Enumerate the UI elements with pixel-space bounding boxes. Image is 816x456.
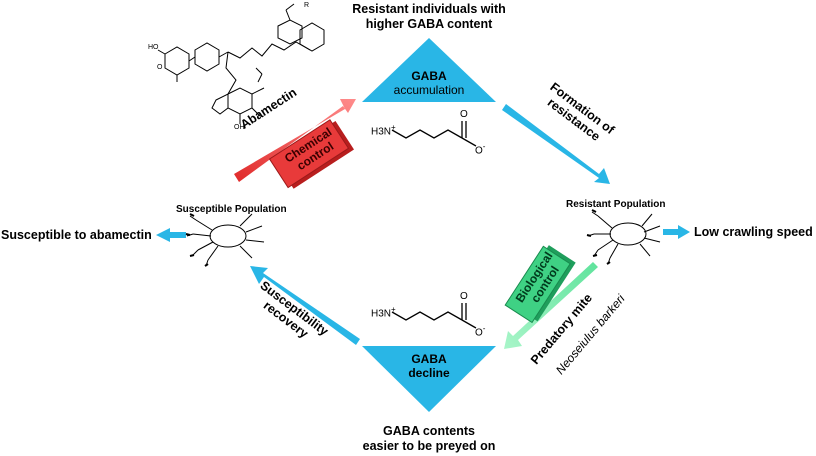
gaba-bottom-carboxylate-text: O bbox=[475, 327, 483, 339]
abamectin-ho-label: HO bbox=[148, 44, 159, 51]
gaba-accumulation-line-2: accumulation bbox=[393, 83, 465, 97]
resistant-outcome-arrow bbox=[663, 225, 690, 239]
gaba-top-amine-charge: + bbox=[391, 123, 396, 132]
susceptible-population-label: Susceptible Population bbox=[176, 204, 287, 215]
gaba-top-amine: H3N+ bbox=[371, 123, 396, 137]
gaba-bottom-amine: H3N+ bbox=[371, 305, 396, 319]
susceptible-outcome-label: Susceptible to abamectin bbox=[1, 228, 152, 242]
abamectin-oh-label: OH bbox=[234, 124, 245, 131]
gaba-accumulation-label: GABA accumulation bbox=[379, 69, 479, 97]
top-caption-line-2: higher GABA content bbox=[365, 17, 493, 31]
resistant-outcome-label: Low crawling speed bbox=[694, 225, 813, 239]
abamectin-r-label: R bbox=[304, 2, 310, 9]
abamectin-arrow bbox=[234, 99, 356, 182]
gaba-decline-line-1: GABA bbox=[411, 352, 447, 366]
susceptible-outcome-arrow bbox=[156, 228, 186, 242]
bottom-caption-line-1: GABA contents bbox=[383, 424, 475, 438]
bottom-caption-line-2: easier to be preyed on bbox=[362, 439, 496, 453]
gaba-molecule-top bbox=[391, 121, 477, 147]
gaba-decline-label: GABA decline bbox=[379, 352, 479, 380]
abamectin-structure bbox=[157, 3, 325, 124]
gaba-top-carboxylate: O- bbox=[475, 142, 485, 156]
gaba-decline-line-2: decline bbox=[408, 366, 450, 380]
susceptibility-recovery-arrow bbox=[250, 266, 360, 345]
abamectin-o-label: O bbox=[157, 64, 163, 71]
gaba-decline-triangle bbox=[362, 346, 496, 412]
gaba-molecule-bottom bbox=[391, 303, 477, 329]
predatory-mite-arrow bbox=[504, 262, 598, 349]
formation-resistance-arrow bbox=[502, 104, 610, 184]
gaba-bottom-carboxylate: O- bbox=[475, 324, 485, 338]
gaba-top-amine-text: H3N bbox=[371, 126, 392, 138]
resistant-mite-icon bbox=[586, 209, 661, 265]
biological-control-box bbox=[504, 245, 576, 324]
chemical-control-box bbox=[268, 119, 354, 189]
bottom-caption: GABA contents easier to be preyed on bbox=[329, 424, 529, 454]
top-caption-line-1: Resistant individuals with bbox=[352, 2, 506, 16]
gaba-accumulation-triangle bbox=[362, 38, 496, 102]
gaba-top-carboxylate-charge: - bbox=[482, 142, 486, 151]
resistant-population-label: Resistant Population bbox=[566, 199, 666, 210]
gaba-accumulation-line-1: GABA bbox=[411, 69, 447, 83]
gaba-bottom-carboxylate-charge: - bbox=[482, 324, 486, 333]
gaba-top-oxygen: O bbox=[460, 109, 468, 120]
susceptible-mite-icon bbox=[185, 213, 265, 267]
gaba-bottom-amine-text: H3N bbox=[371, 308, 392, 320]
gaba-bottom-amine-charge: + bbox=[391, 305, 396, 314]
top-caption: Resistant individuals with higher GABA c… bbox=[334, 2, 524, 32]
gaba-top-carboxylate-text: O bbox=[475, 145, 483, 157]
gaba-bottom-oxygen: O bbox=[460, 291, 468, 302]
